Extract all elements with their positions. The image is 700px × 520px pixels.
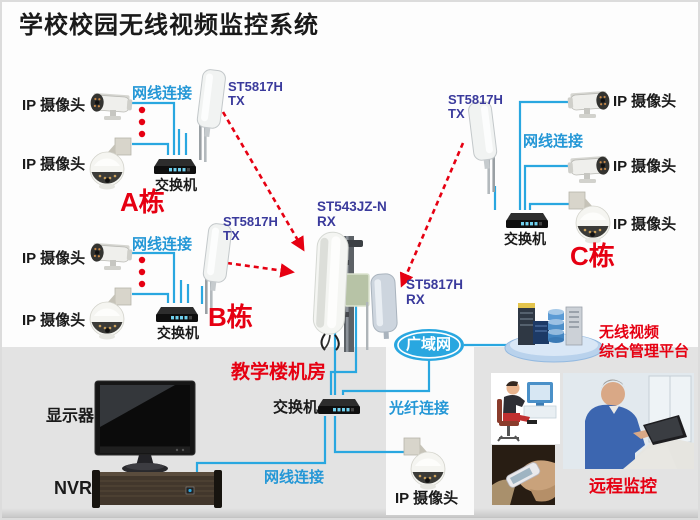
switch-label-c: 交换机 bbox=[504, 231, 546, 247]
bullet-camera-icon bbox=[566, 88, 614, 122]
wan-label: 广域网 bbox=[406, 336, 452, 353]
monitor-icon bbox=[94, 380, 196, 474]
cable-label-b: 网线连接 bbox=[132, 236, 193, 253]
antenna-label-b: ST5817H TX bbox=[223, 214, 278, 244]
tx-antenna-icon-a bbox=[190, 68, 230, 164]
antenna-label-b-mode: TX bbox=[223, 228, 240, 244]
camera-label-b2: IP 摄像头 bbox=[22, 312, 86, 329]
camera-label-a2: IP 摄像头 bbox=[22, 156, 86, 173]
building-b-name: B栋 bbox=[208, 302, 253, 332]
switch-label-room: 交换机 bbox=[273, 399, 319, 416]
switch-label-a: 交换机 bbox=[155, 177, 197, 193]
laptop-user-photo bbox=[563, 373, 694, 469]
wireless-links bbox=[221, 111, 465, 288]
antenna-label-b-model: ST5817H bbox=[223, 214, 278, 229]
platform-label-line1: 无线视频 bbox=[599, 324, 660, 341]
machine-room-title: 教学楼机房 bbox=[231, 362, 327, 383]
dome-camera-icon bbox=[568, 190, 612, 246]
platform-servers-icon bbox=[504, 303, 604, 363]
cable-label-c: 网线连接 bbox=[523, 133, 584, 150]
dome-camera-icon bbox=[88, 136, 132, 192]
cable-label-a: 网线连接 bbox=[132, 85, 193, 102]
bullet-camera-icon bbox=[86, 90, 134, 124]
cable-b-camera1 bbox=[130, 251, 176, 303]
operator-illustration bbox=[491, 373, 560, 444]
cable-a-camera2 bbox=[132, 142, 170, 155]
fiber-wan-to-switch bbox=[341, 361, 431, 395]
camera-label-c1: IP 摄像头 bbox=[613, 93, 677, 110]
cable-c-camera3 bbox=[528, 202, 572, 210]
antenna-label-a-mode: TX bbox=[228, 93, 245, 109]
dome-camera-icon bbox=[88, 286, 132, 342]
antenna-label-a-model: ST5817H bbox=[228, 79, 283, 94]
bullet-camera-icon bbox=[86, 240, 134, 274]
camera-label-room: IP 摄像头 bbox=[395, 490, 459, 507]
nvr-icon bbox=[92, 470, 222, 508]
cable-switch-to-camera bbox=[333, 416, 405, 454]
page-title: 学校校园无线视频监控系统 bbox=[19, 12, 319, 39]
rx-secondary-model: ST5817H bbox=[406, 277, 464, 292]
building-c-name: C栋 bbox=[570, 241, 615, 271]
camera-label-a1: IP 摄像头 bbox=[22, 97, 86, 114]
rx-main-label: ST543JZ-N RX bbox=[317, 199, 387, 229]
phone-hand-photo bbox=[492, 445, 555, 505]
switch-icon-b bbox=[154, 302, 200, 326]
ellipsis-dots bbox=[138, 106, 146, 288]
bullet-camera-icon bbox=[566, 153, 614, 187]
rx-secondary-label: ST5817H RX bbox=[406, 277, 464, 307]
rx-main-model: ST543JZ-N bbox=[317, 199, 387, 214]
building-a-name: A栋 bbox=[120, 187, 165, 217]
monitor-label: 显示器 bbox=[46, 408, 95, 425]
antenna-label-c-mode: TX bbox=[448, 106, 465, 122]
platform-label-line2: 综合管理平台 bbox=[599, 343, 690, 360]
switch-icon-c bbox=[504, 208, 550, 232]
rx-secondary-mode: RX bbox=[406, 291, 425, 307]
wan-cloud bbox=[394, 329, 464, 361]
cable-rx-secondary-to-switch bbox=[329, 305, 358, 395]
camera-label-b1: IP 摄像头 bbox=[22, 250, 86, 267]
wireless-link-b bbox=[226, 261, 295, 278]
remote-monitoring-label: 远程监控 bbox=[589, 477, 657, 496]
cable-label-room: 网线连接 bbox=[264, 469, 325, 486]
antenna-label-a: ST5817H TX bbox=[228, 79, 283, 109]
nvr-label: NVR bbox=[54, 478, 93, 498]
antenna-label-c: ST5817H TX bbox=[448, 92, 503, 122]
switch-label-b: 交换机 bbox=[157, 325, 199, 341]
cable-a-camera1 bbox=[130, 101, 176, 155]
camera-label-c2: IP 摄像头 bbox=[613, 158, 677, 175]
camera-label-c3: IP 摄像头 bbox=[613, 216, 677, 233]
wireless-link-c bbox=[399, 142, 465, 288]
switch-icon-room bbox=[316, 394, 362, 418]
rx-main-mode: RX bbox=[317, 213, 336, 229]
dome-camera-icon bbox=[402, 436, 448, 492]
antenna-label-c-model: ST5817H bbox=[448, 92, 503, 107]
fiber-label: 光纤连接 bbox=[389, 400, 450, 417]
cable-c-camera2 bbox=[523, 164, 568, 210]
cable-b-camera2 bbox=[132, 292, 170, 303]
cable-c-camera1 bbox=[518, 100, 568, 210]
